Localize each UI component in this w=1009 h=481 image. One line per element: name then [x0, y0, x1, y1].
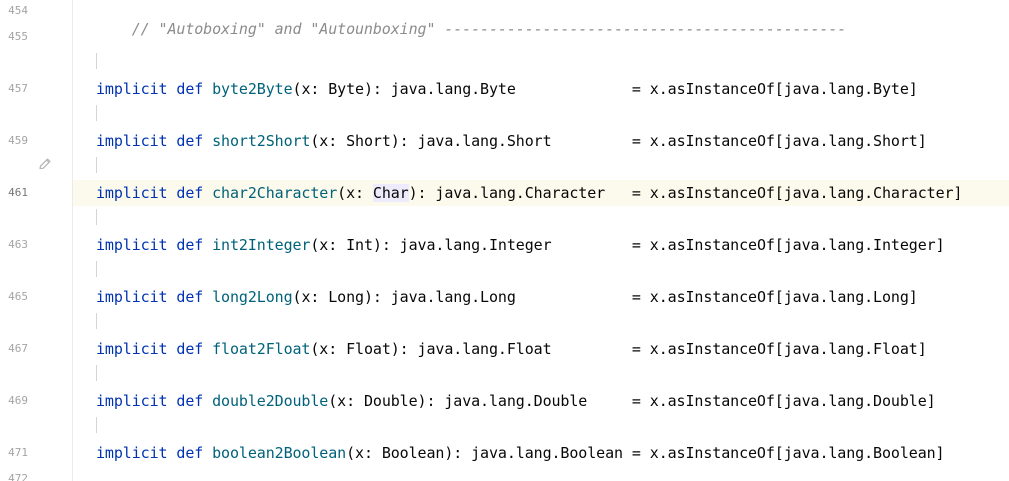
- highlighted-identifier[interactable]: Char: [372, 184, 409, 202]
- expression: x.asInstanceOf[java.lang.Boolean]: [649, 444, 945, 462]
- keyword-def: def: [176, 340, 204, 358]
- signature: (x: Float): java.lang.Float: [310, 340, 552, 358]
- indent-guide: [96, 417, 97, 433]
- line-number: 459: [8, 134, 28, 147]
- equals-sign: =: [631, 340, 641, 358]
- expression: x.asInstanceOf[java.lang.Float]: [649, 340, 927, 358]
- expression: x.asInstanceOf[java.lang.Integer]: [649, 236, 945, 254]
- signature: (x: Long): java.lang.Long: [292, 288, 516, 306]
- line-number: 463: [8, 238, 28, 251]
- equals-sign: =: [631, 392, 641, 410]
- expression: x.asInstanceOf[java.lang.Double]: [649, 392, 936, 410]
- code-line[interactable]: implicit def int2Integer(x: Int): java.l…: [96, 236, 945, 254]
- keyword-def: def: [176, 184, 204, 202]
- indent-guide: [96, 209, 97, 225]
- indent-guide: [96, 313, 97, 329]
- indent-guide: [96, 261, 97, 277]
- line-number: 457: [8, 82, 28, 95]
- alignment-padding: [552, 236, 632, 254]
- signature: (x: Short): java.lang.Short: [310, 132, 552, 150]
- alignment-padding: [587, 392, 632, 410]
- keyword-implicit: implicit: [96, 80, 168, 98]
- equals-sign: =: [631, 288, 641, 306]
- expression: x.asInstanceOf[java.lang.Short]: [649, 132, 927, 150]
- expression: x.asInstanceOf[java.lang.Character]: [649, 184, 963, 202]
- code-line-current[interactable]: implicit def char2Character(x: Char): ja…: [96, 184, 962, 202]
- signature: (x: Int): java.lang.Integer: [310, 236, 552, 254]
- function-name: char2Character: [212, 184, 338, 202]
- signature: (x: Boolean): java.lang.Boolean: [346, 444, 623, 462]
- equals-sign: =: [631, 80, 641, 98]
- keyword-implicit: implicit: [96, 340, 168, 358]
- keyword-implicit: implicit: [96, 236, 168, 254]
- signature: (x: Byte): java.lang.Byte: [292, 80, 516, 98]
- line-number: 469: [8, 394, 28, 407]
- expression: x.asInstanceOf[java.lang.Byte]: [649, 80, 918, 98]
- code-line[interactable]: implicit def short2Short(x: Short): java…: [96, 132, 927, 150]
- alignment-padding: [623, 444, 632, 462]
- keyword-def: def: [176, 132, 204, 150]
- function-name: short2Short: [212, 132, 311, 150]
- equals-sign: =: [631, 444, 641, 462]
- function-name: double2Double: [212, 392, 329, 410]
- code-line-comment[interactable]: // "Autoboxing" and "Autounboxing" -----…: [96, 2, 847, 56]
- code-line[interactable]: implicit def double2Double(x: Double): j…: [96, 392, 936, 410]
- code-line[interactable]: implicit def long2Long(x: Long): java.la…: [96, 288, 918, 306]
- keyword-implicit: implicit: [96, 444, 168, 462]
- signature-end: ): java.lang.Character: [408, 184, 606, 202]
- alignment-padding: [516, 80, 632, 98]
- comment-text: // "Autoboxing" and "Autounboxing" -----…: [131, 20, 847, 38]
- indent-guide: [96, 157, 97, 173]
- keyword-def: def: [176, 444, 204, 462]
- line-number: 472: [8, 472, 28, 481]
- code-line[interactable]: implicit def boolean2Boolean(x: Boolean)…: [96, 444, 945, 462]
- keyword-def: def: [176, 236, 204, 254]
- line-number-current: 461: [8, 186, 28, 199]
- pencil-icon[interactable]: [37, 156, 53, 172]
- function-name: byte2Byte: [212, 80, 293, 98]
- line-number: 455: [8, 30, 28, 43]
- signature: (x: Double): java.lang.Double: [328, 392, 588, 410]
- keyword-implicit: implicit: [96, 184, 168, 202]
- keyword-implicit: implicit: [96, 132, 168, 150]
- alignment-padding: [605, 184, 632, 202]
- line-number: 471: [8, 446, 28, 459]
- signature-start: (x:: [337, 184, 373, 202]
- keyword-implicit: implicit: [96, 392, 168, 410]
- indent-guide: [96, 53, 97, 69]
- code-line[interactable]: implicit def byte2Byte(x: Byte): java.la…: [96, 80, 918, 98]
- line-number: 467: [8, 342, 28, 355]
- indent-guide: [96, 365, 97, 381]
- function-name: int2Integer: [212, 236, 311, 254]
- indent-guide: [96, 105, 97, 121]
- keyword-def: def: [176, 80, 204, 98]
- equals-sign: =: [631, 184, 641, 202]
- line-number: 454: [8, 4, 28, 17]
- alignment-padding: [552, 340, 632, 358]
- keyword-implicit: implicit: [96, 288, 168, 306]
- alignment-padding: [516, 288, 632, 306]
- function-name: float2Float: [212, 340, 311, 358]
- line-number: 465: [8, 290, 28, 303]
- function-name: boolean2Boolean: [212, 444, 347, 462]
- function-name: long2Long: [212, 288, 293, 306]
- keyword-def: def: [176, 288, 204, 306]
- keyword-def: def: [176, 392, 204, 410]
- alignment-padding: [552, 132, 632, 150]
- expression: x.asInstanceOf[java.lang.Long]: [649, 288, 918, 306]
- line-number-gutter[interactable]: 454 455 457 459 461 463 465 467 469 471 …: [0, 0, 73, 481]
- equals-sign: =: [631, 132, 641, 150]
- equals-sign: =: [631, 236, 641, 254]
- current-line-highlight: [73, 180, 1009, 206]
- code-line[interactable]: implicit def float2Float(x: Float): java…: [96, 340, 927, 358]
